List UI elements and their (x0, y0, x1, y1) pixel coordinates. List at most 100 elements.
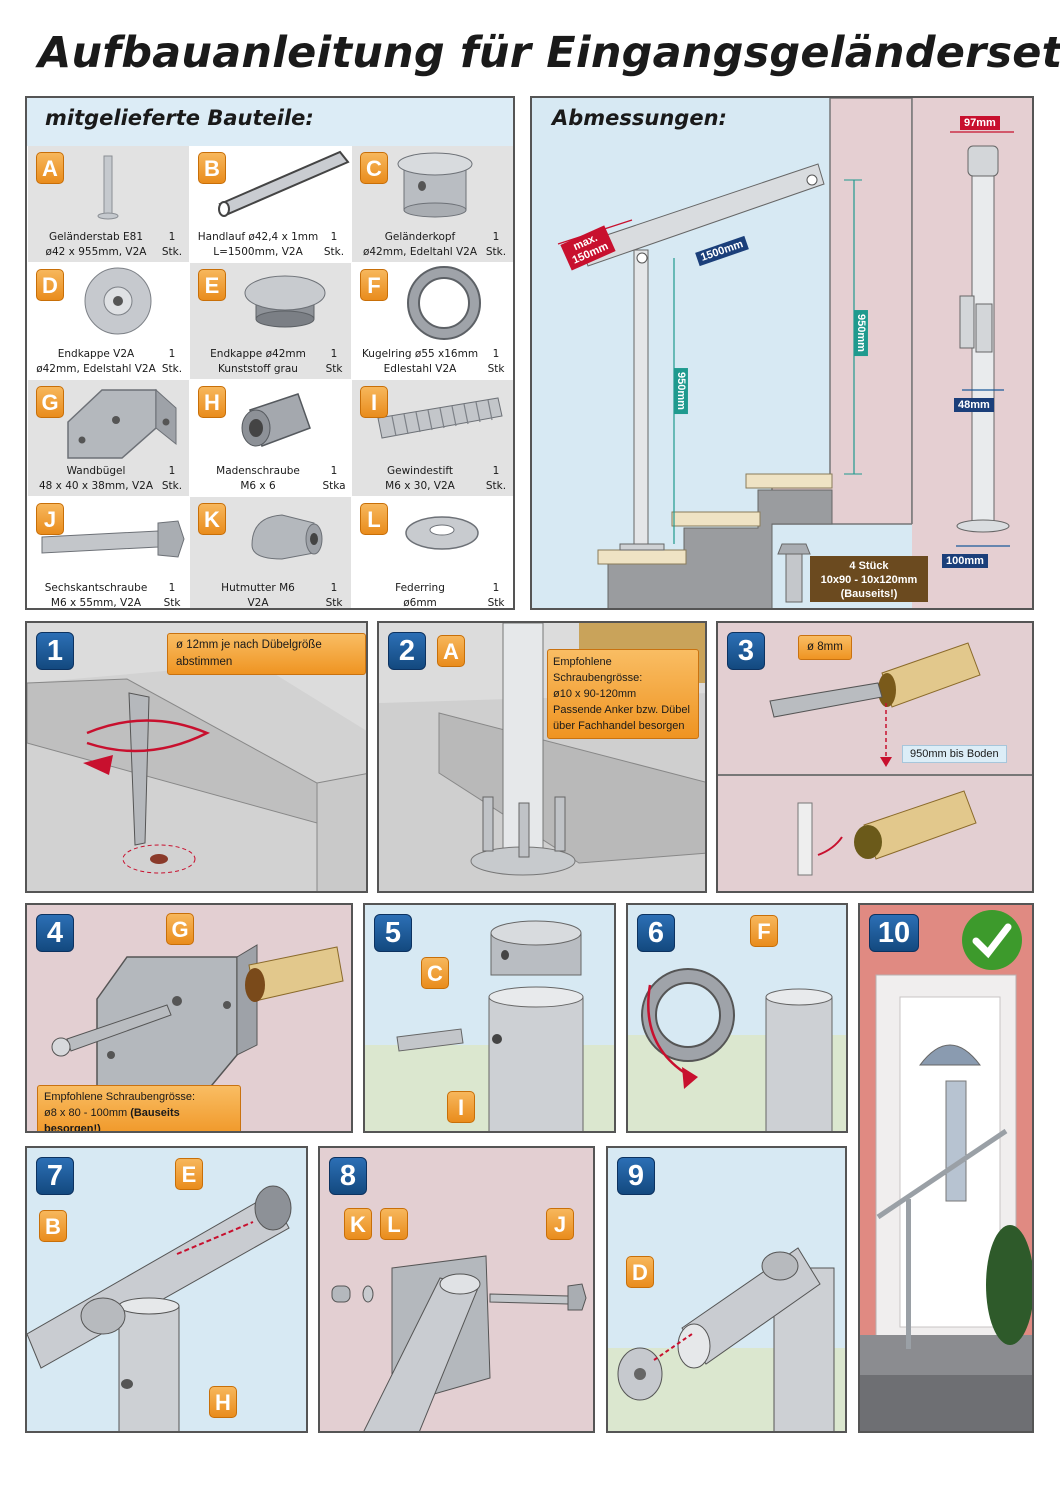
step-4-callout: Empfohlene Schraubengrösse: ø8 x 80 - 10… (37, 1085, 241, 1131)
part-qty: 1 (492, 231, 500, 243)
part-unit: Stk (325, 363, 343, 375)
handrail-end-cap-illustration (27, 1185, 292, 1431)
page-title: Aufbauanleitung für Eingangsgeländerset (38, 28, 1060, 78)
part-unit: Stk. (485, 480, 507, 492)
part-spec: M6 x 55mm, V2A (50, 597, 142, 609)
parts-panel: mitgelieferte Bauteile: A Geländerstab E… (25, 96, 515, 610)
post-mount-illustration (379, 623, 705, 891)
part-name: Sechskantschraube (44, 582, 148, 594)
part-badge-f: F (750, 915, 778, 947)
bracket-wall-mount-illustration (51, 944, 344, 1092)
part-badge-g: G (36, 386, 64, 418)
handrail-tube-icon (218, 150, 350, 217)
part-unit: Stk. (161, 480, 183, 492)
part-badge-g: G (166, 913, 194, 945)
part-qty: 1 (168, 582, 176, 594)
post-height-right-label: 950mm (853, 310, 868, 356)
anchor-note: (Bauseits!) (840, 588, 898, 600)
step-9-panel: 9 D (606, 1146, 847, 1433)
wall-bracket-bolt-illustration (331, 1255, 587, 1431)
part-qty: 1 (330, 582, 338, 594)
part-badge-h: H (209, 1386, 237, 1418)
step-4-panel: 4 G Empfohlene Schraubengrösse: ø8 x 80 … (25, 903, 353, 1133)
step-3-panel: 3 ø 8mm 950mm bis Boden (716, 621, 1034, 893)
part-spec: ø42mm, Edeltahl V2A (362, 246, 478, 258)
step-8-panel: 8 K L J (318, 1146, 595, 1433)
part-badge-i: I (447, 1091, 475, 1123)
step-1-callout: ø 12mm je nach Dübelgröße abstimmen (167, 633, 366, 675)
part-badge-c: C (360, 152, 388, 184)
part-badge-b: B (39, 1210, 67, 1242)
part-badge-k: K (344, 1208, 372, 1240)
steel-end-cap-illustration (608, 1247, 845, 1431)
width-base-label: 100mm (942, 554, 988, 568)
part-badge-i: I (360, 386, 388, 418)
callout-line: ø10 x 90-120mm (553, 688, 637, 700)
part-badge-a: A (36, 152, 64, 184)
part-badge-j: J (546, 1208, 574, 1240)
part-badge-e: E (175, 1158, 203, 1190)
step-number: 3 (727, 632, 765, 670)
part-spec: L=1500mm, V2A (213, 246, 303, 258)
part-name: Gewindestift (386, 465, 453, 477)
part-unit: Stk. (323, 246, 345, 258)
width-mid-label: 48mm (954, 398, 994, 412)
step-number: 6 (637, 914, 675, 952)
part-qty: 1 (168, 465, 176, 477)
anchor-count: 4 Stück (849, 560, 889, 572)
part-spec: ø42 x 955mm, V2A (45, 246, 147, 258)
parts-header-band (27, 98, 513, 146)
part-unit: Stk. (485, 246, 507, 258)
part-badge-h: H (198, 386, 226, 418)
part-badge-j: J (36, 503, 64, 535)
part-name: Handlauf ø42,4 x 1mm (197, 231, 319, 243)
step-number: 5 (374, 914, 412, 952)
part-badge-k: K (198, 503, 226, 535)
part-name: Federring (395, 582, 445, 594)
part-qty: 1 (492, 582, 500, 594)
end-cap-plastic-icon (244, 275, 326, 328)
step-number: 4 (36, 914, 74, 952)
step-number: 8 (329, 1157, 367, 1195)
part-unit: Stk. (161, 246, 183, 258)
step-6-panel: 6 F (626, 903, 848, 1133)
step-2-panel: 2 A Empfohlene Schraubengrösse: ø10 x 90… (377, 621, 707, 893)
hex-bolt-icon (41, 520, 185, 558)
post-cap-assembly-illustration (365, 920, 614, 1131)
step-1-panel: 1 ø 12mm je nach Dübelgröße abstimmen (25, 621, 368, 893)
callout-line: Passende Anker bzw. Dübel (553, 704, 690, 716)
end-cap-steel-icon (84, 267, 152, 335)
part-name: Wandbügel (66, 465, 126, 477)
post-cap-icon (397, 152, 473, 218)
step-5-panel: 5 C I (363, 903, 616, 1133)
step-number: 7 (36, 1157, 74, 1195)
step-number: 9 (617, 1157, 655, 1195)
dimensions-panel: Abmessungen: max.150mm 1500mm 950mm 950m… (530, 96, 1034, 610)
spring-washer-icon (405, 516, 479, 550)
cap-nut-icon (251, 514, 323, 560)
part-badge-c: C (421, 957, 449, 989)
step-2-callout: Empfohlene Schraubengrösse: ø10 x 90-120… (547, 649, 699, 739)
step-number: 1 (36, 632, 74, 670)
part-name: Geländerkopf (384, 231, 456, 243)
callout-line: Empfohlene Schraubengrösse: (553, 656, 643, 684)
drill-hole-wall-illustration (718, 642, 1032, 876)
step-10-panel: 10 (858, 903, 1034, 1433)
threaded-pin-icon (377, 397, 503, 439)
part-unit: Stk (325, 597, 343, 609)
wall-bracket-icon (67, 388, 177, 459)
part-name: Kugelring ø55 x16mm (361, 348, 479, 360)
part-badge-d: D (626, 1256, 654, 1288)
part-unit: Stka (322, 480, 346, 492)
width-top-label: 97mm (960, 116, 1000, 130)
ball-ring-icon (407, 266, 481, 340)
part-unit: Stk. (161, 363, 183, 375)
